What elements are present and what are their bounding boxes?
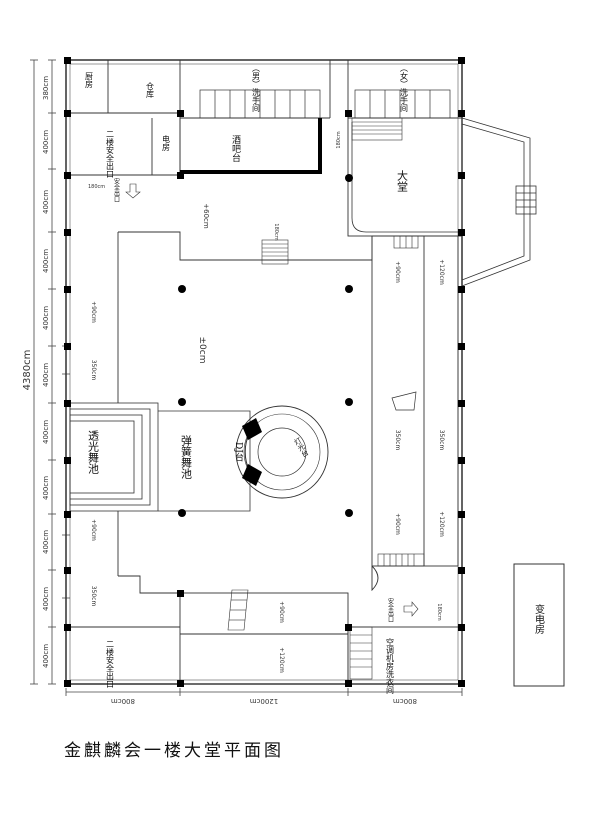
substation-label: 变电房	[533, 603, 545, 635]
columns	[64, 57, 465, 687]
lobby-stairs	[351, 117, 403, 141]
storage-label: 仓库	[146, 81, 155, 99]
exit-right-label: 安全出口	[387, 597, 394, 623]
level-right-bot-a: +90cm	[394, 513, 401, 535]
title-char: 会	[124, 741, 141, 761]
upper-platform	[118, 231, 373, 261]
dj-booth-label: DJ台	[233, 442, 244, 463]
title-char: 堂	[204, 741, 221, 761]
level-bottom-low: +120cm	[278, 647, 285, 673]
level-right-top-a: +90cm	[394, 261, 401, 283]
bottom-dim: 800cm	[393, 697, 417, 705]
round-columns	[178, 174, 353, 517]
dim-overall-label: 4380cm	[22, 350, 33, 391]
diagram-title: 金 麒 麟 会 一 楼 大 堂 平 面 图	[64, 741, 281, 761]
row-dim: 400cm	[42, 190, 50, 214]
building-outline	[65, 59, 463, 685]
title-char: 麒	[84, 741, 101, 761]
row-dim: 400cm	[42, 587, 50, 611]
electrical-label: 电房	[162, 134, 171, 152]
title-char: 平	[224, 741, 241, 761]
exit-top-label: 二楼安全出口	[106, 130, 115, 178]
level-left-upper: +90cm	[90, 301, 97, 323]
womens-restroom-label: （女）洗手间	[400, 64, 409, 113]
laser-pool	[69, 402, 159, 512]
spring-floor-label: 弹簧舞池	[180, 434, 193, 479]
title-char: 面	[244, 741, 261, 761]
row-dim: 400cm	[42, 306, 50, 330]
row-dim: 400cm	[42, 130, 50, 154]
aux-room-label: 空调机房洗衣间	[386, 637, 395, 695]
exit-bottom-label: 二楼安全出口	[106, 640, 115, 688]
title-char: 麟	[104, 741, 121, 761]
speaker-bottom	[242, 464, 262, 486]
level-bottom-mid: +90cm	[278, 601, 285, 623]
level-right-top-b: +120cm	[438, 259, 445, 285]
dj-stage-outer	[235, 405, 329, 499]
bottom-platform	[179, 592, 349, 685]
spring-floor	[158, 410, 251, 512]
level-left-lower: +90cm	[90, 519, 97, 541]
aux-room	[347, 626, 463, 685]
title-char: 金	[64, 741, 81, 761]
bottom-dim: 800cm	[111, 697, 135, 705]
row-dim: 400cm	[42, 420, 50, 444]
lobby-label: 大堂	[396, 169, 409, 192]
right-stairs-top	[393, 235, 419, 249]
row-dim: 400cm	[42, 644, 50, 668]
exit-small-label: 安全出口	[113, 177, 120, 203]
title-char: 楼	[164, 741, 181, 761]
center-stairs	[261, 239, 289, 265]
dj-stage-inner	[257, 427, 307, 477]
kitchen-label: 厨房	[85, 72, 94, 89]
title-char: 大	[184, 741, 201, 761]
exit-right-width: 180cm	[436, 603, 442, 620]
level-center: ±0cm	[197, 337, 207, 364]
exit-arrow-up-icon	[125, 183, 141, 199]
speaker-top	[242, 418, 262, 440]
corridor-left-b: 350cm	[90, 586, 97, 607]
title-char: 一	[144, 741, 161, 761]
dim-ticks	[30, 59, 56, 685]
right-door-arc	[371, 565, 379, 592]
dj-stage-ring	[243, 413, 321, 491]
stair-width-label: 180cm	[273, 223, 279, 240]
title-char: 图	[264, 741, 281, 761]
level-right-bot-b: +120cm	[438, 511, 445, 537]
bottom-stairs	[227, 589, 249, 631]
row-dim-labels: 380cm 400cm 400cm 400cm 400cm 400cm 400c…	[42, 76, 50, 668]
substation	[513, 563, 565, 687]
row-dim: 400cm	[42, 476, 50, 500]
aux-stairs	[349, 626, 373, 680]
light-stage-label: 灯光台	[292, 435, 310, 459]
right-stairs-bottom	[377, 553, 425, 567]
right-ramp	[391, 391, 417, 411]
bar-gap-label: 180cm	[336, 131, 342, 148]
bar-counter	[179, 117, 321, 174]
exit-width-label: 180cm	[88, 184, 105, 190]
bottom-dim: 1200cm	[250, 697, 279, 705]
lobby-inner	[351, 122, 458, 233]
corridor-left-a: 350cm	[90, 360, 97, 381]
entrance-canopy	[461, 117, 537, 287]
mens-restroom-label: （男）洗手间	[252, 64, 261, 113]
corridor-right-b: 350cm	[438, 430, 445, 451]
row-dim: 380cm	[42, 76, 50, 100]
row-dim: 400cm	[42, 530, 50, 554]
building-inner-outline	[69, 63, 459, 681]
level-upper: +60cm	[202, 203, 210, 229]
row-dim: 400cm	[42, 249, 50, 273]
row-dim: 400cm	[42, 363, 50, 387]
bar-label: 酒吧台	[230, 135, 241, 163]
laser-pool-label: 透光舞池	[87, 430, 100, 474]
corridor-right-a: 350cm	[394, 430, 401, 451]
exit-arrow-icon	[403, 601, 419, 617]
